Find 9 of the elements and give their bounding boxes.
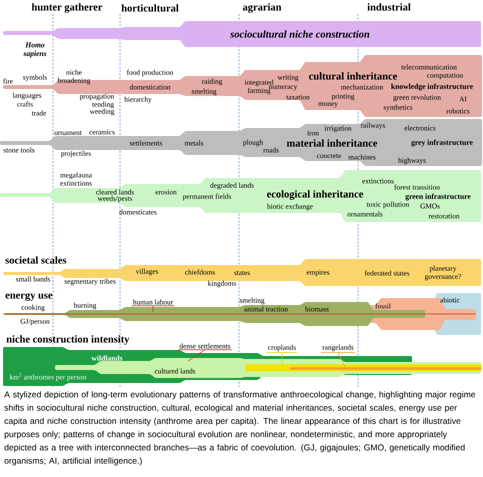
leader-line	[266, 352, 298, 364]
leader-line	[320, 352, 356, 368]
leader-line	[178, 349, 232, 362]
caption-text: A stylized depiction of long-term evolutionary patterns of transformative anthroecological change, highlighting major regime shifts in sociocultural niche construction, cultural, ecological and material inheritances, societal scales, energy use per capita and niche construction intensity (anthrome area per capita). The linear appearance of this chart is for illustrative purposes only; patterns of change in sociocultural evolution are nonlinear, nondeterministic, and more appropriately depicted as a tree with interconnected branches—as a fabric of coevolution. (GJ, gigajoules; GMO, genetically modified organisms; AI, artificial intelligence.)	[4, 391, 476, 466]
stripe-bar	[290, 367, 482, 370]
node-label: energy use	[6, 293, 52, 301]
period-label: industrial	[367, 3, 411, 11]
leader-line	[131, 305, 175, 312]
node-label: niche construction intensity	[6, 335, 130, 345]
